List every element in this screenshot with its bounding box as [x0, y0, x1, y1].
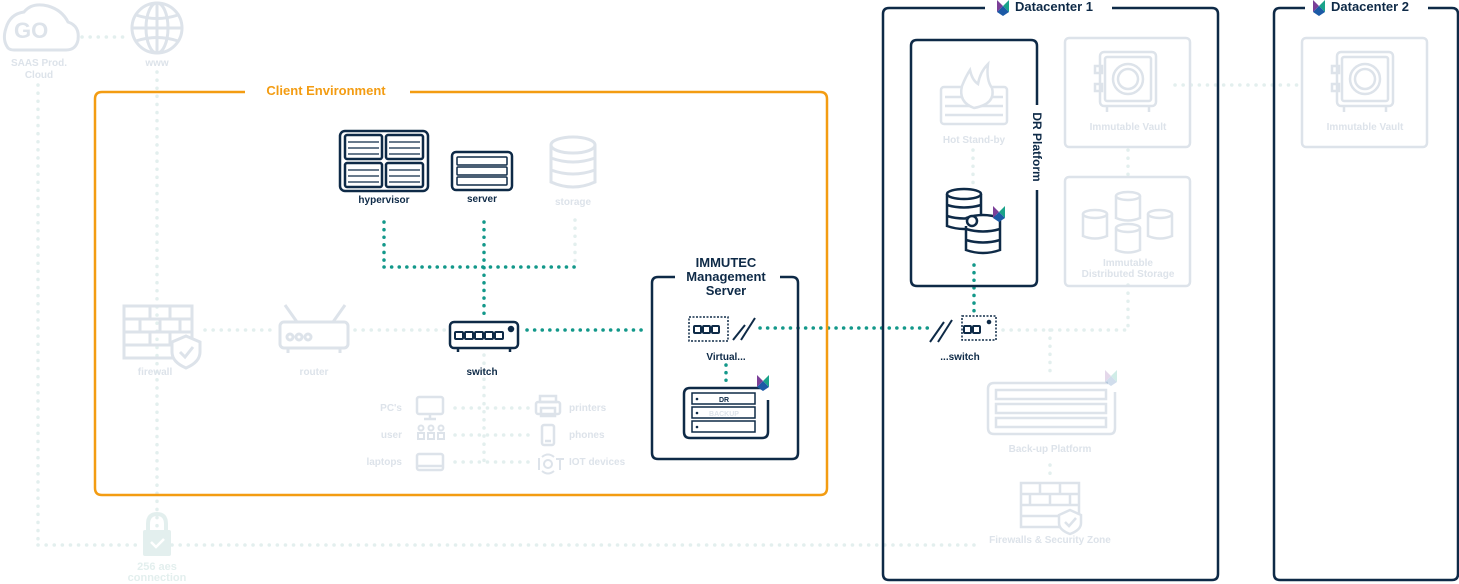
monitor-icon [415, 395, 445, 421]
hypervisor-icon [338, 129, 430, 193]
aes-label-2: connection [128, 572, 187, 584]
dist-storage-label-1: Immutable [1103, 258, 1153, 269]
vault-icon [1093, 50, 1158, 112]
endpoint-label-printers: printers [569, 403, 607, 414]
database-icon [549, 135, 597, 189]
immutable-distributed-storage: Immutable Distributed Storage [1063, 175, 1192, 288]
datacenter-1-title: Datacenter 1 [1015, 0, 1093, 14]
switch-icon [448, 320, 520, 352]
rack-row-backup: BACKUP [709, 411, 739, 418]
backup-platform-label: Back-up Platform [1009, 444, 1092, 455]
endpoint-label-phones: phones [569, 430, 605, 441]
management-server[interactable]: IMMUTEC Management Server Virtual... DR … [650, 255, 800, 461]
server[interactable]: server [450, 150, 514, 205]
vault-label-dc1: Immutable Vault [1090, 122, 1167, 133]
endpoint-list-left: PC's user laptops [366, 395, 445, 472]
immutable-vault-dc2: Immutable Vault [1300, 36, 1429, 149]
lock-check-icon [143, 511, 171, 556]
cloud-go-icon: GO [2, 3, 80, 52]
firewall-label: firewall [138, 367, 173, 378]
svg-text:GO: GO [14, 18, 48, 43]
firewall-icon [1019, 481, 1083, 536]
client-environment-title: Client Environment [266, 83, 386, 98]
datacenter-1: Datacenter 1 DR Platform Hot Stand-by [881, 0, 1220, 582]
firewall: firewall [122, 304, 202, 378]
router-label: router [300, 367, 329, 378]
saas-label-1: SAAS Prod. [11, 58, 67, 69]
management-title-2: Management [686, 269, 766, 284]
router-icon [278, 304, 350, 353]
database-sync-icon [945, 187, 1002, 255]
aes-label-1: 256 aes [137, 561, 177, 573]
faint-connections [36, 35, 1302, 547]
vault-icon [1330, 50, 1395, 112]
virtual-label: Virtual... [706, 352, 745, 363]
endpoint-list-right: printers phones IOT devices [534, 394, 626, 475]
laptop-icon [415, 452, 445, 472]
brand-logo-icon [1313, 0, 1325, 16]
dist-storage-label-2: Distributed Storage [1082, 269, 1175, 280]
iot-icon [538, 453, 564, 475]
virtual-switch-icon [929, 315, 997, 343]
globe-icon [130, 1, 184, 55]
endpoint-label-pcs: PC's [380, 403, 402, 414]
endpoint-label-user: user [381, 430, 402, 441]
management-title-3: Server [706, 283, 746, 298]
saas-cloud: GO SAAS Prod. Cloud [2, 3, 80, 81]
distributed-storage-icon [1081, 190, 1174, 254]
mgmt-rack-icon: DR BACKUP [682, 386, 770, 440]
backup-rack-icon [986, 381, 1117, 436]
endpoint-label-iot: IOT devices [569, 457, 626, 468]
dr-platform-label: DR Platform [1030, 112, 1044, 181]
brand-logo-icon [997, 0, 1009, 16]
rack-row-dr: DR [719, 397, 729, 404]
hot-standby-icon [939, 60, 1009, 126]
dc1-switch-label: ...switch [940, 352, 979, 363]
hot-standby-label: Hot Stand-by [943, 135, 1006, 146]
users-icon [417, 424, 445, 440]
security-zone: Firewalls & Security Zone [989, 481, 1111, 546]
phone-icon [540, 423, 556, 447]
printer-icon [534, 394, 562, 418]
aes-connection: 256 aes connection [128, 511, 187, 584]
storage: storage [549, 135, 597, 208]
security-zone-label: Firewalls & Security Zone [989, 535, 1111, 546]
backup-platform: Back-up Platform [986, 370, 1117, 455]
management-title-1: IMMUTEC [696, 255, 757, 270]
server-label: server [467, 194, 497, 205]
client-environment: Client Environment [93, 83, 829, 497]
firewall-icon [122, 304, 202, 370]
vault-label-dc2: Immutable Vault [1327, 122, 1404, 133]
hypervisor[interactable]: hypervisor [338, 129, 430, 206]
virtual-switch-icon [688, 316, 756, 342]
www: www [130, 1, 184, 69]
switch-label: switch [466, 367, 497, 378]
datacenter-2-title: Datacenter 2 [1331, 0, 1409, 14]
active-connections [382, 220, 976, 385]
switch[interactable]: switch [448, 320, 520, 378]
datacenter-2: Datacenter 2 Immutable Vault [1272, 0, 1459, 582]
server-icon [450, 150, 514, 192]
storage-label: storage [555, 197, 592, 208]
hypervisor-label: hypervisor [358, 195, 409, 206]
dr-platform[interactable]: DR Platform Hot Stand-by [909, 38, 1044, 288]
router: router [278, 304, 350, 378]
www-label: www [144, 58, 169, 69]
endpoint-label-laptops: laptops [366, 457, 402, 468]
saas-label-2: Cloud [25, 70, 53, 81]
immutable-vault-dc1: Immutable Vault [1063, 36, 1192, 149]
dc1-switch[interactable]: ...switch [929, 315, 997, 363]
